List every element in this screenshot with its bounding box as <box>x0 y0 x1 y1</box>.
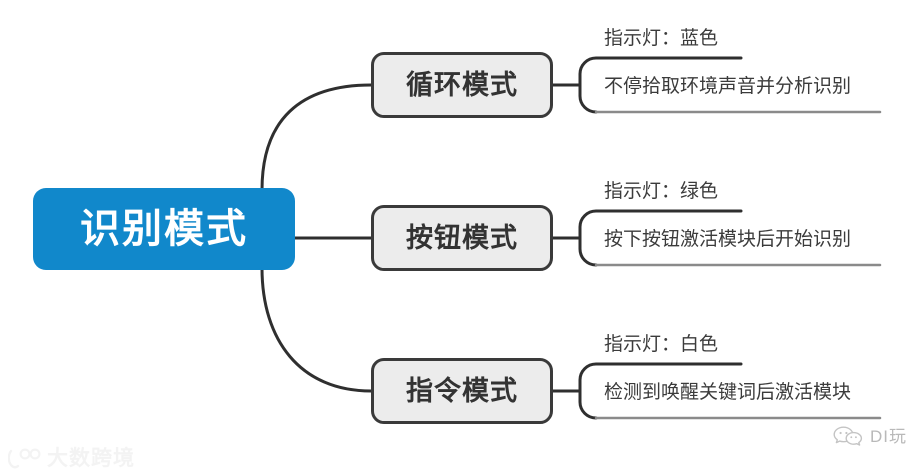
root-node-label: 识别模式 <box>80 207 248 251</box>
mode-node-label: 循环模式 <box>406 69 518 100</box>
description-label-loop: 不停拾取环境声音并分析识别 <box>604 76 852 97</box>
mode-node-loop[interactable]: 循环模式 <box>371 52 553 118</box>
mode-node-button[interactable]: 按钮模式 <box>371 205 553 271</box>
watermark-left-text: 大数跨境 <box>47 446 135 470</box>
description-label-button: 按下按钮激活模块后开始识别 <box>604 229 852 250</box>
watermark-right-text: DI玩 <box>870 426 907 446</box>
watermark-right: DI玩 <box>833 425 907 447</box>
watermark-left: 大数跨境 <box>8 447 135 469</box>
root-node[interactable]: 识别模式 <box>33 188 295 270</box>
mode-node-label: 指令模式 <box>406 375 518 406</box>
logo-icon <box>8 448 41 469</box>
indicator-label-button: 指示灯：绿色 <box>604 181 719 202</box>
wechat-icon <box>833 426 863 446</box>
description-label-command: 检测到唤醒关键词后激活模块 <box>604 382 852 403</box>
mode-node-command[interactable]: 指令模式 <box>371 358 553 424</box>
indicator-label-loop: 指示灯：蓝色 <box>604 28 719 49</box>
connector-root-to-mode-2 <box>260 266 373 393</box>
indicator-label-command: 指示灯：白色 <box>604 334 719 355</box>
connector-root-to-mode-0 <box>260 83 373 192</box>
mode-node-label: 按钮模式 <box>406 222 518 253</box>
